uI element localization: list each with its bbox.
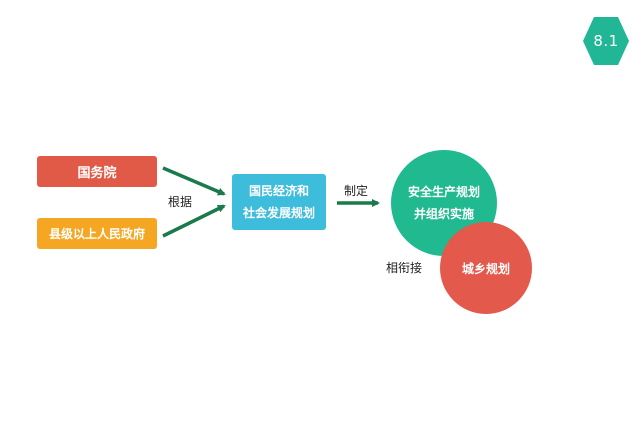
node-state-council-label: 国务院: [77, 166, 117, 181]
node-safety-plan-line2: 并组织实施: [413, 207, 474, 221]
label-connect-with: 相衔接: [386, 261, 423, 275]
node-economic-plan-line2: 社会发展规划: [242, 206, 315, 220]
node-economic-plan: 国民经济和 社会发展规划: [232, 174, 326, 230]
node-state-council: 国务院: [37, 156, 157, 187]
arrow-guowuyuan-to-plan: [162, 166, 226, 196]
node-county-government: 县级以上人民政府: [37, 218, 157, 249]
node-urban-rural-plan: 城乡规划: [440, 222, 532, 314]
node-urban-rural-plan-label: 城乡规划: [461, 261, 510, 276]
node-economic-plan-line1: 国民经济和: [248, 184, 309, 198]
label-according-to: 根据: [168, 195, 193, 209]
section-number: 8.1: [593, 32, 619, 50]
section-badge-hexagon: [583, 17, 629, 65]
arrow-xianji-to-plan: [162, 204, 226, 238]
node-safety-plan-line1: 安全生产规划: [407, 185, 480, 199]
label-formulate: 制定: [344, 184, 369, 198]
node-county-government-label: 县级以上人民政府: [48, 227, 145, 241]
